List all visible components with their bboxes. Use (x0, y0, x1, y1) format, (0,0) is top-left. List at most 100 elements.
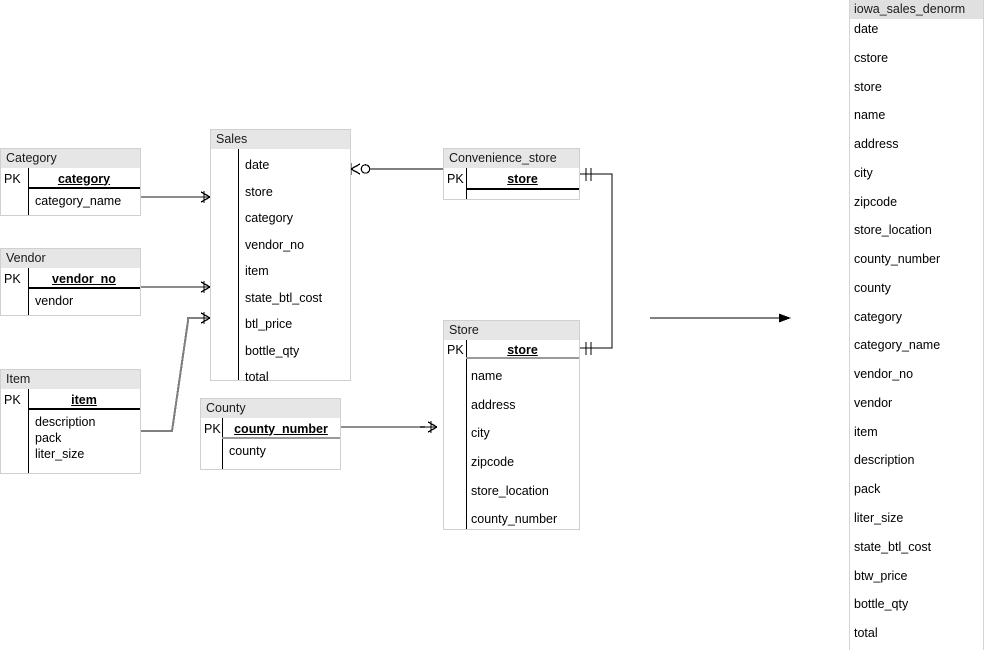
entity-item-title: Item (1, 370, 140, 389)
denorm-field-row: liter_size (854, 511, 904, 526)
pk-field-name: store (507, 342, 538, 357)
entity-vendor[interactable]: Vendor PK vendor_no vendor (0, 248, 141, 316)
column-divider (28, 268, 29, 315)
entity-category[interactable]: Category PK category category_name (0, 148, 141, 216)
denorm-field-row: county_number (854, 252, 941, 267)
denorm-field-row: city (854, 165, 873, 180)
entity-category-body: PK category category_name (1, 168, 140, 215)
pk-field-name: category (57, 171, 111, 186)
entity-category-title: Category (1, 149, 140, 168)
entity-sales[interactable]: Sales date store category vendor_no item… (210, 129, 351, 384)
entity-sales-body: date store category vendor_no item state… (211, 149, 350, 384)
attribute-row: liter_size (35, 447, 85, 461)
pk-label: PK (4, 171, 21, 186)
attribute-row: city (471, 426, 490, 441)
pk-underline (466, 356, 579, 359)
denorm-field-row: name (854, 108, 886, 123)
pk-label: PK (4, 271, 21, 286)
denorm-field-row: item (854, 424, 878, 439)
attribute-row: total (245, 370, 269, 384)
denorm-field-row: state_btl_cost (854, 539, 932, 554)
entity-convenience-store[interactable]: Convenience_store PK store (443, 148, 580, 200)
attribute-row: category_name (35, 194, 122, 208)
entity-category-attributes: category_name (1, 189, 140, 208)
entity-item-body: PK item description pack liter_size (1, 389, 140, 473)
denorm-field-row: bottle_qty (854, 597, 909, 612)
entity-category-pk-row: PK category (1, 168, 140, 189)
denorm-field-row: pack (854, 482, 881, 497)
entity-item-pk-row: PK item (1, 389, 140, 410)
entity-store-attributes: name address city zipcode store_location… (444, 359, 579, 534)
pk-label: PK (447, 172, 464, 186)
pk-field-name: store (507, 172, 538, 186)
attribute-row: address (471, 397, 516, 412)
wire-convenience-store-store (580, 168, 613, 355)
entity-vendor-title: Vendor (1, 249, 140, 268)
pk-field-name: item (71, 392, 97, 407)
denorm-table-panel[interactable]: iowa_sales_denorm date cstore store name… (849, 0, 984, 650)
attribute-row: vendor_no (245, 237, 305, 252)
entity-convenience-store-body: PK store (444, 168, 579, 199)
attribute-row: description (35, 415, 96, 429)
denorm-field-row: zipcode (854, 194, 898, 209)
column-divider (238, 149, 239, 380)
denorm-field-list: date cstore store name address city zipc… (850, 19, 983, 650)
wire-model-to-denorm (650, 313, 791, 323)
entity-item[interactable]: Item PK item description pack liter_size (0, 369, 141, 474)
denorm-field-row: county (854, 280, 891, 295)
entity-county-body: PK county_number county (201, 418, 340, 469)
denorm-field-row: category (854, 309, 902, 324)
attribute-row: county (229, 444, 266, 458)
column-divider (466, 340, 467, 529)
entity-vendor-body: PK vendor_no vendor (1, 268, 140, 315)
pk-underline (466, 188, 579, 190)
wire-county-store (341, 421, 438, 433)
attribute-row: name (471, 369, 503, 383)
attribute-row: store (245, 184, 273, 199)
denorm-field-row: address (854, 137, 899, 152)
denorm-field-row: store (854, 79, 882, 94)
attribute-row: category (245, 211, 293, 225)
denorm-field-row: store_location (854, 223, 932, 238)
entity-county[interactable]: County PK county_number county (200, 398, 341, 470)
wire-sales-convenience-store (350, 163, 443, 175)
column-divider (466, 168, 467, 199)
pk-underline (28, 287, 140, 289)
entity-store-pk-row: PK store (444, 340, 579, 359)
denorm-field-row: category_name (854, 338, 941, 353)
wire-category-sales (141, 191, 211, 203)
attribute-row: pack (35, 431, 62, 445)
entity-sales-title: Sales (211, 130, 350, 149)
attribute-row: store_location (471, 483, 549, 498)
attribute-row: btl_price (245, 317, 293, 331)
pk-label: PK (447, 342, 464, 357)
entity-vendor-pk-row: PK vendor_no (1, 268, 140, 289)
pk-underline (28, 187, 140, 189)
denorm-field-row: description (854, 453, 915, 468)
entity-vendor-attributes: vendor (1, 289, 140, 308)
pk-field-name: vendor_no (52, 271, 116, 286)
wire-vendor-sales (141, 281, 211, 293)
pk-label: PK (4, 392, 21, 407)
attribute-row: vendor (35, 294, 74, 308)
attribute-row: state_btl_cost (245, 290, 323, 305)
column-divider (222, 418, 223, 469)
denorm-field-row: btw_price (854, 568, 908, 583)
pk-underline (222, 436, 340, 439)
attribute-row: date (245, 158, 270, 172)
entity-county-attributes: county (201, 439, 340, 458)
denorm-field-row: vendor (854, 395, 893, 410)
entity-sales-attributes: date store category vendor_no item state… (211, 149, 350, 391)
attribute-row: item (245, 264, 269, 278)
denorm-field-row: date (854, 22, 879, 36)
entity-store-body: PK store name address city zipcode store… (444, 340, 579, 529)
attribute-row: bottle_qty (245, 343, 300, 358)
attribute-row: zipcode (471, 455, 515, 470)
entity-county-title: County (201, 399, 340, 418)
entity-store[interactable]: Store PK store name address city zipcode… (443, 320, 580, 530)
denorm-field-row: vendor_no (854, 367, 914, 382)
pk-underline (28, 408, 140, 410)
pk-label: PK (204, 421, 221, 436)
denorm-table-title: iowa_sales_denorm (850, 0, 983, 19)
